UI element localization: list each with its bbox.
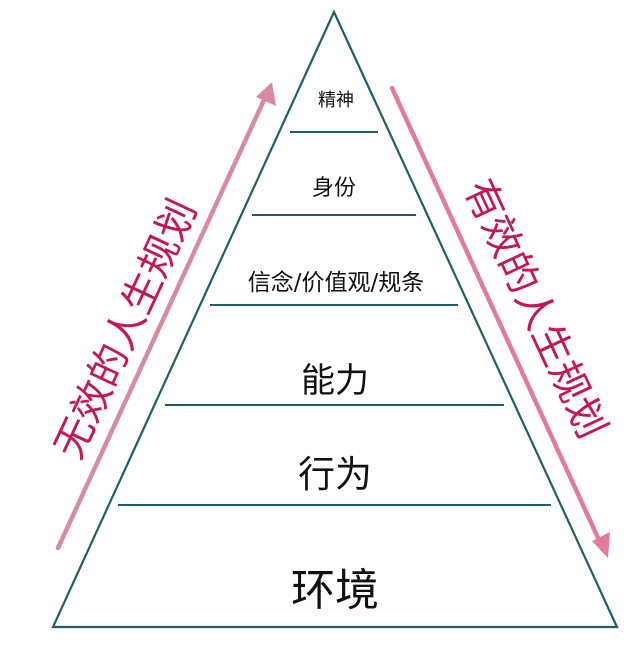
pyramid-outline	[51, 9, 619, 629]
left-arrow-shaft	[55, 97, 267, 551]
right-arrow-head-icon	[592, 532, 610, 558]
left-arrow	[55, 82, 276, 551]
level-label-identity: 身份	[312, 176, 356, 201]
left-arrow-head-icon	[256, 82, 276, 106]
level-label-environment: 环境	[291, 565, 379, 616]
level-label-behavior: 行为	[298, 453, 372, 496]
right-arrow	[389, 85, 610, 558]
left-arrow-label: 无效的人生规划	[46, 193, 206, 466]
right-arrow-shaft	[389, 85, 602, 543]
level-label-beliefs: 信念/价值观/规条	[248, 270, 425, 296]
level-label-ability: 能力	[301, 361, 369, 401]
level-label-spirit: 精神	[318, 90, 354, 111]
